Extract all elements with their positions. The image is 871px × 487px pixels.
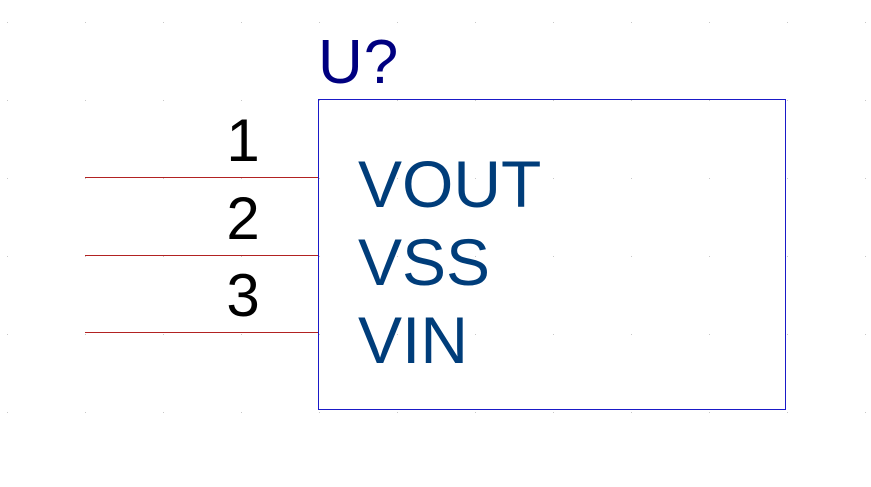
- grid-dot: [475, 412, 476, 413]
- grid-dot: [7, 100, 8, 101]
- grid-dot: [553, 334, 554, 335]
- grid-dot: [631, 178, 632, 179]
- grid-dot: [631, 22, 632, 23]
- grid-dot: [709, 22, 710, 23]
- pin-1-name: VOUT: [358, 147, 542, 221]
- grid-dot: [7, 22, 8, 23]
- grid-dot: [397, 412, 398, 413]
- pin-2-name: VSS: [358, 225, 491, 299]
- pin-2-number: 2: [226, 185, 260, 252]
- grid-dot: [241, 256, 242, 257]
- grid-dot: [85, 334, 86, 335]
- grid-dot: [865, 100, 866, 101]
- grid-dot: [397, 256, 398, 257]
- grid-dot: [241, 22, 242, 23]
- component-designator[interactable]: U?: [318, 28, 400, 97]
- grid-dot: [787, 334, 788, 335]
- grid-dot: [241, 334, 242, 335]
- grid-dot: [553, 412, 554, 413]
- grid-dot: [709, 412, 710, 413]
- pin-3-number: 3: [226, 262, 260, 329]
- grid-dot: [475, 22, 476, 23]
- grid-dot: [865, 22, 866, 23]
- grid-dot: [475, 334, 476, 335]
- grid-dot: [865, 412, 866, 413]
- pin-3-name: VIN: [358, 303, 469, 377]
- grid-dot: [475, 178, 476, 179]
- grid-dot: [319, 256, 320, 257]
- pin-2-line[interactable]: [85, 255, 318, 256]
- grid-dot: [163, 334, 164, 335]
- grid-dot: [319, 22, 320, 23]
- grid-dot: [319, 100, 320, 101]
- grid-dot: [865, 178, 866, 179]
- grid-dot: [397, 334, 398, 335]
- grid-dot: [709, 256, 710, 257]
- grid-dot: [319, 178, 320, 179]
- grid-dot: [709, 334, 710, 335]
- grid-dot: [85, 256, 86, 257]
- grid-dot: [709, 100, 710, 101]
- grid-dot: [163, 22, 164, 23]
- grid-dot: [553, 22, 554, 23]
- pin-1-number: 1: [226, 107, 260, 174]
- grid-dot: [85, 100, 86, 101]
- grid-dot: [709, 178, 710, 179]
- grid-dot: [787, 256, 788, 257]
- component-body[interactable]: [318, 99, 786, 410]
- grid-dot: [553, 100, 554, 101]
- grid-dot: [163, 256, 164, 257]
- grid-dot: [631, 412, 632, 413]
- grid-dot: [475, 100, 476, 101]
- grid-dot: [163, 178, 164, 179]
- grid-dot: [397, 22, 398, 23]
- grid-dot: [787, 412, 788, 413]
- grid-dot: [787, 22, 788, 23]
- grid-dot: [553, 256, 554, 257]
- pin-3-line[interactable]: [85, 332, 318, 333]
- grid-dot: [85, 178, 86, 179]
- grid-dot: [631, 334, 632, 335]
- grid-dot: [631, 256, 632, 257]
- grid-dot: [397, 100, 398, 101]
- grid-dot: [553, 178, 554, 179]
- grid-dot: [241, 178, 242, 179]
- grid-dot: [787, 178, 788, 179]
- grid-dot: [319, 334, 320, 335]
- grid-dot: [85, 22, 86, 23]
- grid-dot: [319, 412, 320, 413]
- grid-dot: [397, 178, 398, 179]
- grid-dot: [7, 412, 8, 413]
- grid-dot: [7, 334, 8, 335]
- grid-dot: [787, 100, 788, 101]
- grid-dot: [865, 334, 866, 335]
- grid-dot: [241, 412, 242, 413]
- grid-dot: [865, 256, 866, 257]
- grid-dot: [163, 100, 164, 101]
- grid-dot: [85, 412, 86, 413]
- pin-1-line[interactable]: [85, 177, 318, 178]
- grid-dot: [631, 100, 632, 101]
- grid-dot: [163, 412, 164, 413]
- grid-dot: [475, 256, 476, 257]
- grid-dot: [7, 256, 8, 257]
- grid-dot: [7, 178, 8, 179]
- grid-dot: [241, 100, 242, 101]
